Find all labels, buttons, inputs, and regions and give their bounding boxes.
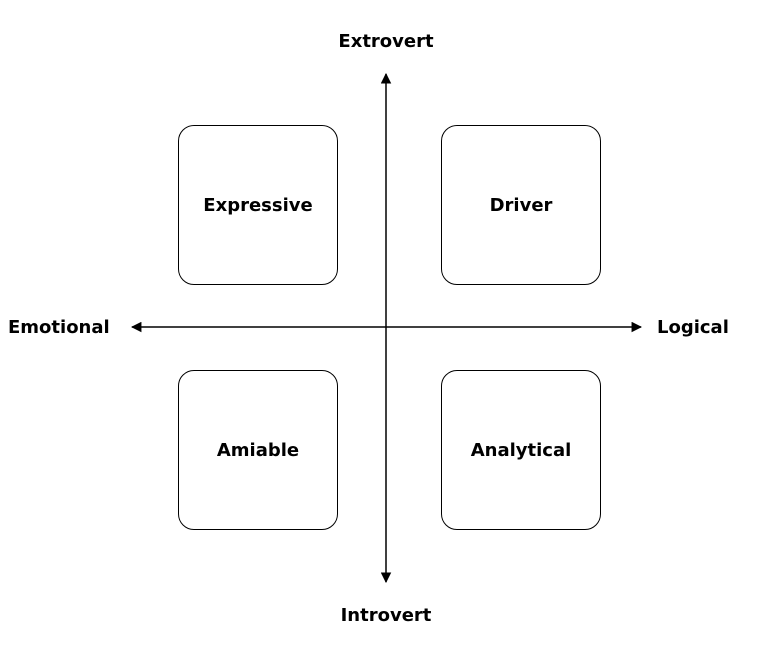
axis-label-extrovert: Extrovert — [338, 31, 434, 52]
quadrant-box-expressive: Expressive — [178, 125, 338, 285]
axis-label-logical: Logical — [657, 317, 729, 338]
quadrant-box-analytical: Analytical — [441, 370, 601, 530]
axis-label-introvert: Introvert — [340, 605, 432, 626]
quadrant-label-analytical: Analytical — [470, 439, 572, 461]
axis-label-emotional: Emotional — [8, 317, 110, 338]
quadrant-box-amiable: Amiable — [178, 370, 338, 530]
quadrant-label-expressive: Expressive — [203, 194, 313, 216]
quadrant-label-driver: Driver — [489, 194, 553, 216]
quadrant-box-driver: Driver — [441, 125, 601, 285]
quadrant-label-amiable: Amiable — [216, 439, 300, 461]
